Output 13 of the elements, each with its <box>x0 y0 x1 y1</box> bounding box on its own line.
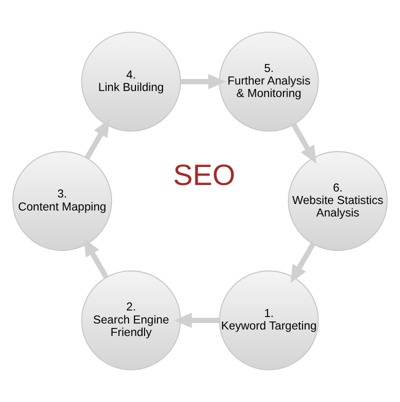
arrow <box>174 312 220 328</box>
node-circle: 4. Link Building <box>81 32 182 132</box>
node-circle: 5. Further Analysis & Monitoring <box>218 32 319 132</box>
arrow <box>180 74 226 90</box>
label: SEO <box>173 159 236 192</box>
node-circle: 2. Search Engine Friendly <box>81 270 182 370</box>
node-circle: 3. Content Mapping <box>12 151 112 251</box>
arrow <box>292 123 316 164</box>
arrow <box>84 119 110 160</box>
node-circle: 1. Keyword Targeting <box>218 270 319 370</box>
node-circle: 6. Website Statistics Analysis <box>288 151 388 251</box>
arrow <box>84 238 108 279</box>
arrow <box>290 242 316 284</box>
